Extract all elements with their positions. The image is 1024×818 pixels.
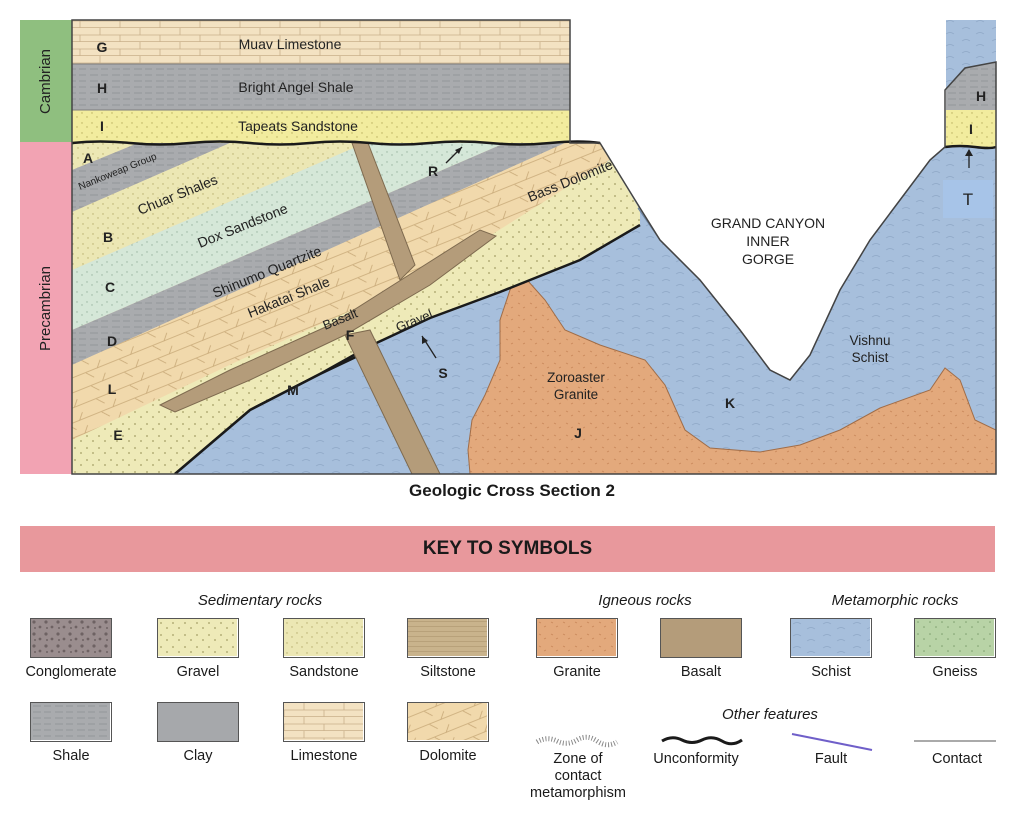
letter-I: I [100, 118, 104, 134]
label-gorge-2: INNER [746, 233, 790, 249]
swatch-clay [157, 702, 239, 742]
fault-symbol [791, 733, 873, 751]
bright-angel-shale-layer [72, 64, 570, 110]
bass-dolomite-layer [72, 143, 610, 395]
label-zoroaster-1: Zoroaster [547, 370, 605, 385]
swatch-schist [790, 618, 872, 658]
swatch-label-gneiss: Gneiss [932, 664, 978, 680]
swatch-conglomerate [30, 618, 112, 658]
contact-meta-label-3: metamorphism [530, 785, 626, 801]
fault-label: Fault [814, 751, 848, 767]
swatch-label-gravel: Gravel [176, 664, 220, 680]
swatch-siltstone [407, 618, 489, 658]
swatch-dolomite [407, 702, 489, 742]
right-bright-angel-remnant [945, 62, 996, 110]
letter-H-right: H [976, 88, 986, 104]
letter-I-right: I [969, 121, 973, 137]
letter-S: S [438, 365, 447, 381]
letter-E: E [113, 427, 122, 443]
letter-R: R [428, 163, 438, 179]
basalt-intrusion [158, 142, 498, 474]
contact-label: Contact [932, 751, 982, 767]
letter-C: C [105, 279, 115, 295]
swatch-label-shale: Shale [52, 748, 90, 764]
contact-meta-label-2: contact [554, 768, 602, 784]
swatch-label-limestone: Limestone [290, 748, 358, 764]
label-gorge-1: GRAND CANYON [711, 215, 825, 231]
swatch-label-dolomite: Dolomite [419, 748, 477, 764]
label-vishnu-1: Vishnu [849, 333, 890, 348]
era-bar-precambrian: Precambrian [20, 142, 72, 474]
swatch-label-granite: Granite [553, 664, 601, 680]
era-bar-cambrian: Cambrian [20, 20, 72, 142]
letter-K: K [725, 395, 735, 411]
swatch-label-schist: Schist [811, 664, 851, 680]
swatch-basalt [660, 618, 742, 658]
letter-M: M [287, 382, 299, 398]
unconformity-symbol [661, 736, 743, 746]
letter-T: T [963, 190, 973, 209]
label-muav: Muav Limestone [239, 36, 342, 52]
letter-L: L [108, 381, 117, 397]
letter-H: H [97, 80, 107, 96]
group-title-other: Other features [722, 706, 818, 723]
swatch-label-siltstone: Siltstone [420, 664, 476, 680]
geologic-cross-section: Muav Limestone Bright Angel Shale Tapeat… [71, 19, 997, 475]
swatch-label-conglomerate: Conglomerate [25, 664, 117, 680]
swatch-label-sandstone: Sandstone [289, 664, 359, 680]
swatch-label-clay: Clay [183, 748, 213, 764]
swatch-shale [30, 702, 112, 742]
unconformity-label: Unconformity [653, 751, 739, 767]
swatch-gneiss [914, 618, 996, 658]
letter-F: F [346, 327, 355, 343]
label-tapeats: Tapeats Sandstone [238, 118, 358, 134]
letter-B: B [103, 229, 113, 245]
zoroaster-granite-unit [467, 271, 996, 474]
key-title: KEY TO SYMBOLS [20, 526, 995, 572]
swatch-sandstone [283, 618, 365, 658]
contact-metamorphism-symbol [535, 734, 619, 748]
label-bright-angel: Bright Angel Shale [238, 79, 353, 95]
right-tapeats-remnant [945, 110, 996, 147]
letter-G: G [97, 39, 108, 55]
swatch-limestone [283, 702, 365, 742]
section-title: Geologic Cross Section 2 [409, 481, 615, 500]
tapeats-sandstone-layer [72, 110, 570, 143]
swatch-gravel [157, 618, 239, 658]
contact-meta-label-1: Zone of [553, 751, 603, 767]
letter-D: D [107, 333, 117, 349]
label-vishnu-2: Schist [852, 350, 889, 365]
swatch-label-basalt: Basalt [680, 664, 722, 680]
swatch-granite [536, 618, 618, 658]
letter-A: A [83, 150, 93, 166]
t-label-box [943, 180, 993, 218]
contact-symbol [914, 740, 996, 742]
label-zoroaster-2: Granite [554, 387, 598, 402]
group-title-sedimentary: Sedimentary rocks [197, 592, 323, 609]
label-gorge-3: GORGE [742, 251, 794, 267]
letter-J: J [574, 425, 582, 441]
group-title-metamorphic: Metamorphic rocks [831, 592, 959, 609]
group-title-igneous: Igneous rocks [598, 592, 692, 609]
muav-limestone-layer [72, 20, 570, 64]
